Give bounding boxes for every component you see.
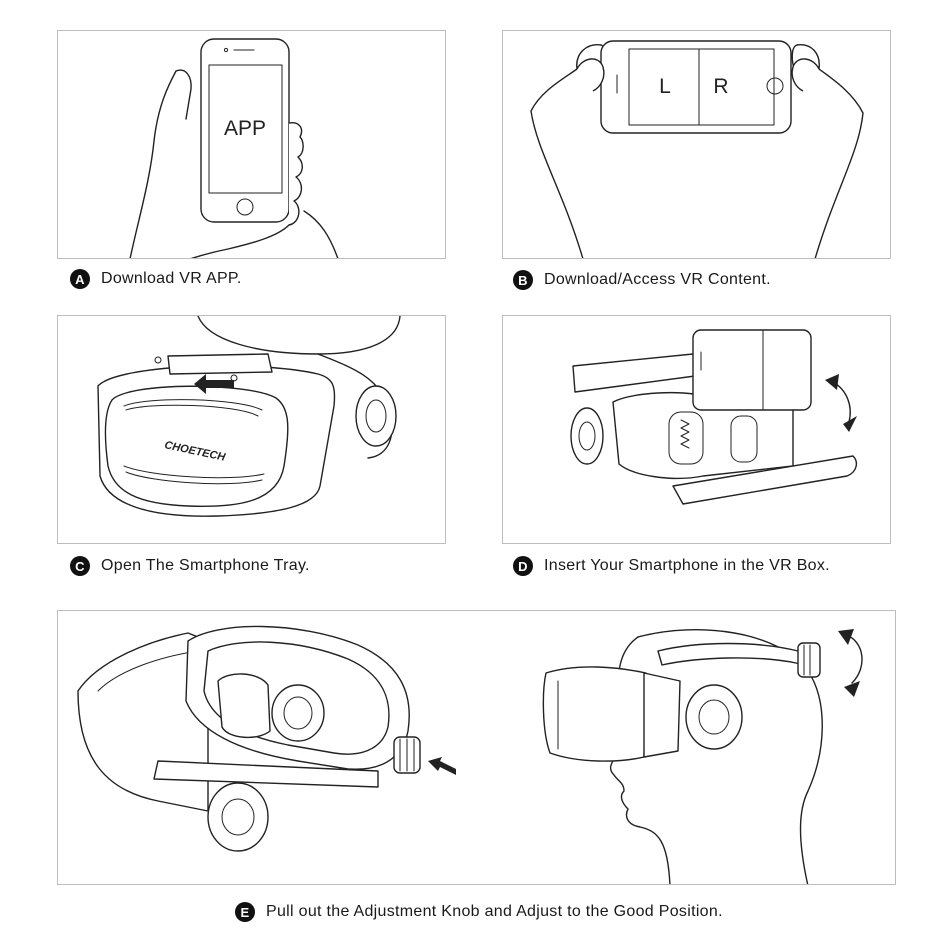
phone-screen-right-text: R — [713, 75, 728, 98]
step-a-caption: A Download VR APP. — [70, 269, 242, 289]
phone-screen-left-text: L — [659, 75, 671, 98]
adjustment-knob-illustration — [77, 625, 863, 884]
hands-holding-landscape-phone-illustration: L R — [530, 40, 864, 258]
step-c-caption-text: Open The Smartphone Tray. — [101, 557, 310, 574]
step-e-illustration-panel — [57, 610, 896, 885]
step-d-illustration-panel — [502, 315, 891, 544]
hand-holding-phone-illustration: APP — [129, 38, 339, 258]
step-b-badge: B — [513, 270, 533, 290]
vr-headset-open-tray-illustration: CHOETECH — [97, 316, 401, 517]
step-b-caption: B Download/Access VR Content. — [513, 270, 771, 290]
step-c-caption: C Open The Smartphone Tray. — [70, 556, 310, 576]
step-a-illustration-panel: APP — [57, 30, 446, 259]
step-c-illustration-panel: CHOETECH — [57, 315, 446, 544]
step-d-badge: D — [513, 556, 533, 576]
step-e-badge: E — [235, 902, 255, 922]
step-d-caption: D Insert Your Smartphone in the VR Box. — [513, 556, 830, 576]
step-c-badge: C — [70, 556, 90, 576]
step-e-caption: E Pull out the Adjustment Knob and Adjus… — [235, 902, 723, 922]
step-a-badge: A — [70, 269, 90, 289]
step-b-caption-text: Download/Access VR Content. — [544, 271, 771, 288]
step-b-illustration-panel: L R — [502, 30, 891, 259]
insert-smartphone-illustration — [570, 329, 858, 505]
step-d-caption-text: Insert Your Smartphone in the VR Box. — [544, 557, 830, 574]
step-e-caption-text: Pull out the Adjustment Knob and Adjust … — [266, 903, 723, 920]
phone-screen-app-text: APP — [224, 117, 266, 140]
step-a-caption-text: Download VR APP. — [101, 270, 242, 287]
